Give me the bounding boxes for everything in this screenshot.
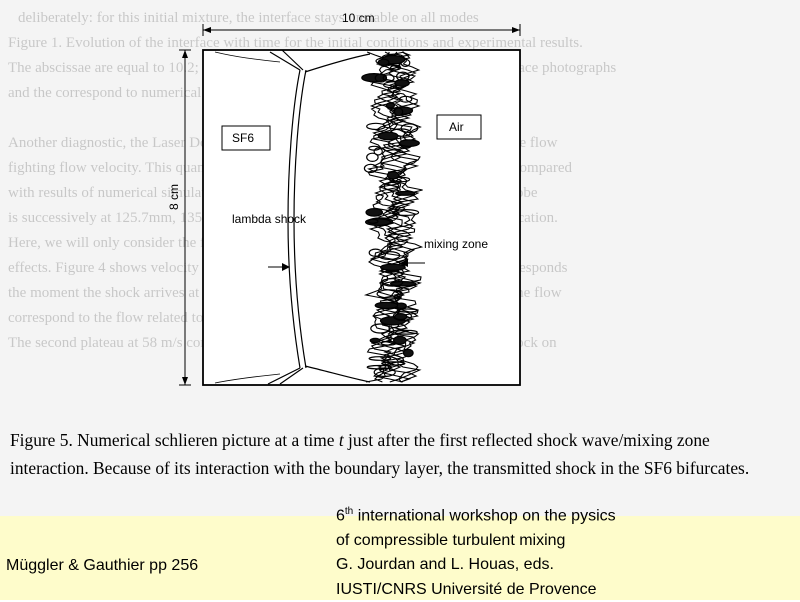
mixing-eddy: [377, 58, 390, 67]
reference-line-4: IUSTI/CNRS Université de Provence: [336, 580, 597, 598]
height-dimension-arrow: [179, 49, 191, 386]
air-label-box: [436, 114, 482, 140]
height-label: 8 cm: [167, 183, 181, 210]
caption-part2: just after the first reflected shock wav…: [10, 430, 750, 478]
mixing-eddy: [386, 171, 400, 180]
mixing-eddy: [366, 152, 379, 162]
mixing-eddy: [395, 190, 416, 196]
mixing-eddy: [377, 131, 399, 141]
lambda-shock-label: lambda shock: [232, 212, 307, 226]
width-label: 10 cm: [342, 11, 375, 25]
width-dimension-arrow: [202, 24, 521, 36]
mixing-eddy: [370, 323, 391, 334]
sf6-label-box: [221, 125, 271, 151]
mixing-eddy: [390, 64, 402, 71]
mixing-eddy: [393, 335, 407, 345]
mixing-eddy: [380, 340, 397, 346]
lambda-shock: [214, 49, 371, 385]
reference-line-1-number: 6: [336, 507, 345, 525]
mixing-eddy: [383, 181, 400, 191]
mixing-eddy: [393, 107, 404, 117]
reference-line-1: 6th international workshop on the pysics: [336, 500, 616, 529]
lambda-shock-pointer: [268, 263, 290, 271]
mixing-eddy: [373, 147, 383, 156]
mixing-zone-contours: [361, 51, 424, 383]
mixing-eddy: [366, 122, 386, 131]
mixing-eddy: [396, 308, 418, 313]
reference-line-3: G. Jourdan and L. Houas, eds.: [336, 556, 554, 574]
mixing-eddy: [395, 329, 418, 335]
mixing-eddy: [367, 218, 379, 224]
mixing-eddy: [368, 145, 381, 151]
mixing-eddy: [374, 73, 388, 83]
mixing-eddy: [376, 289, 403, 299]
caption-part1: Figure 5. Numerical schlieren picture at…: [10, 430, 339, 450]
scanned-page: deliberately: for this initial mixture, …: [0, 0, 800, 516]
figure-caption: Figure 5. Numerical schlieren picture at…: [10, 426, 790, 482]
reference-right: 6th international workshop on the pysics…: [336, 500, 616, 602]
air-label: Air: [449, 120, 464, 134]
mixing-eddy: [385, 102, 396, 109]
mixing-eddy: [392, 209, 420, 217]
domain-frame: [202, 49, 521, 386]
reference-line-1-rest: international workshop on the pysics: [353, 507, 616, 525]
mixing-eddy: [399, 95, 413, 103]
mixing-eddy: [382, 74, 395, 82]
mixing-zone-label: mixing zone: [424, 237, 489, 251]
reference-left: Müggler & Gauthier pp 256: [6, 557, 199, 574]
caption-time-symbol: t: [338, 430, 344, 450]
mixing-eddy: [389, 280, 417, 287]
mixing-eddy: [374, 301, 399, 310]
mixing-eddy: [400, 123, 419, 134]
mixing-eddy: [402, 348, 414, 358]
mixing-zone-pointer: [400, 259, 425, 267]
mixing-eddy: [363, 163, 378, 174]
mixing-eddy: [392, 176, 411, 183]
mixing-eddy: [380, 263, 406, 271]
mixing-eddy: [368, 356, 392, 361]
sf6-label: SF6: [232, 131, 255, 145]
mixing-eddy: [394, 78, 410, 87]
mixing-eddy: [394, 313, 408, 321]
schlieren-figure: [179, 24, 521, 386]
mixing-eddy: [381, 278, 404, 287]
mixing-contour: [380, 51, 422, 383]
reference-line-1-sup: th: [344, 506, 354, 517]
mixing-eddy: [378, 251, 401, 261]
reference-line-2: of compressible turbulent mixing: [336, 531, 566, 549]
mixing-eddy: [381, 361, 406, 366]
mixing-eddy: [369, 337, 381, 344]
mixing-eddy: [398, 139, 420, 148]
mixing-eddy: [365, 207, 383, 217]
footer-band: [0, 516, 800, 600]
mixing-eddy: [373, 367, 396, 377]
